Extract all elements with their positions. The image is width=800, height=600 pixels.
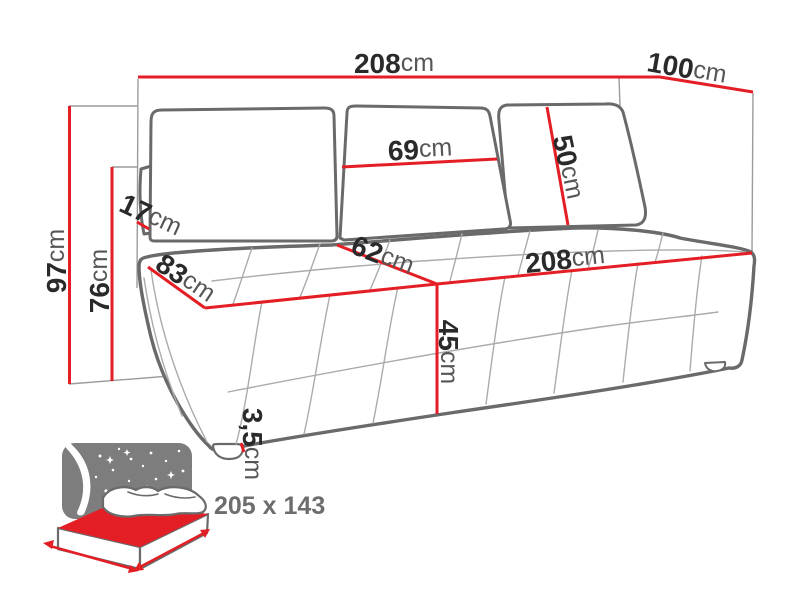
sofa-illustration: [137, 102, 757, 461]
blanket-fold: [164, 493, 196, 499]
backrest-height-label: 76cm: [84, 249, 115, 313]
bed-width-arrow-icon: [43, 540, 139, 573]
backrest-top-depth-line: [136, 220, 150, 231]
front-right-leg: [704, 361, 727, 373]
back-cushion-right: [497, 102, 647, 230]
dimension-lines: [68, 75, 754, 453]
back-cushion-middle: [338, 104, 512, 242]
seat-height-label: 45cm: [434, 320, 465, 384]
leg-height-tick: [239, 442, 246, 453]
total-height-label: 97cm: [41, 229, 72, 293]
total-width-depth-line: [138, 75, 754, 94]
total-width-label: 208cm: [354, 48, 434, 79]
leg-height-label: 3,5cm: [238, 408, 269, 480]
back-cushion-width-label: 69cm: [387, 132, 453, 166]
bed-length-arrow-icon: [134, 529, 210, 571]
left-projection-line: [136, 78, 139, 289]
moon-icon: [65, 443, 91, 516]
projection-lines: [68, 77, 754, 385]
right-projection-line: [751, 92, 754, 253]
quilt-seams: [143, 229, 746, 445]
blanket-fold: [127, 491, 159, 497]
seat-width-label: 208cm: [524, 239, 607, 278]
floor-projection-line: [68, 375, 171, 385]
seat-body: [137, 226, 757, 453]
cushion-projection-tick: [618, 77, 621, 107]
side-seat-depth-line: [147, 265, 206, 310]
total-depth-label: 100cm: [645, 46, 729, 90]
back-cushion-left: [148, 106, 339, 243]
back-cushion-width-line: [341, 157, 498, 169]
back-cushion-height-line: [545, 106, 570, 226]
bed-blanket: [101, 486, 207, 518]
sleeping-area-icon: 205 x 143: [43, 443, 325, 573]
sleeping-area-size-label: 205 x 143: [214, 492, 325, 520]
back-cushion-height-label: 50cm: [547, 132, 591, 202]
seat-depth-line: [336, 243, 438, 286]
